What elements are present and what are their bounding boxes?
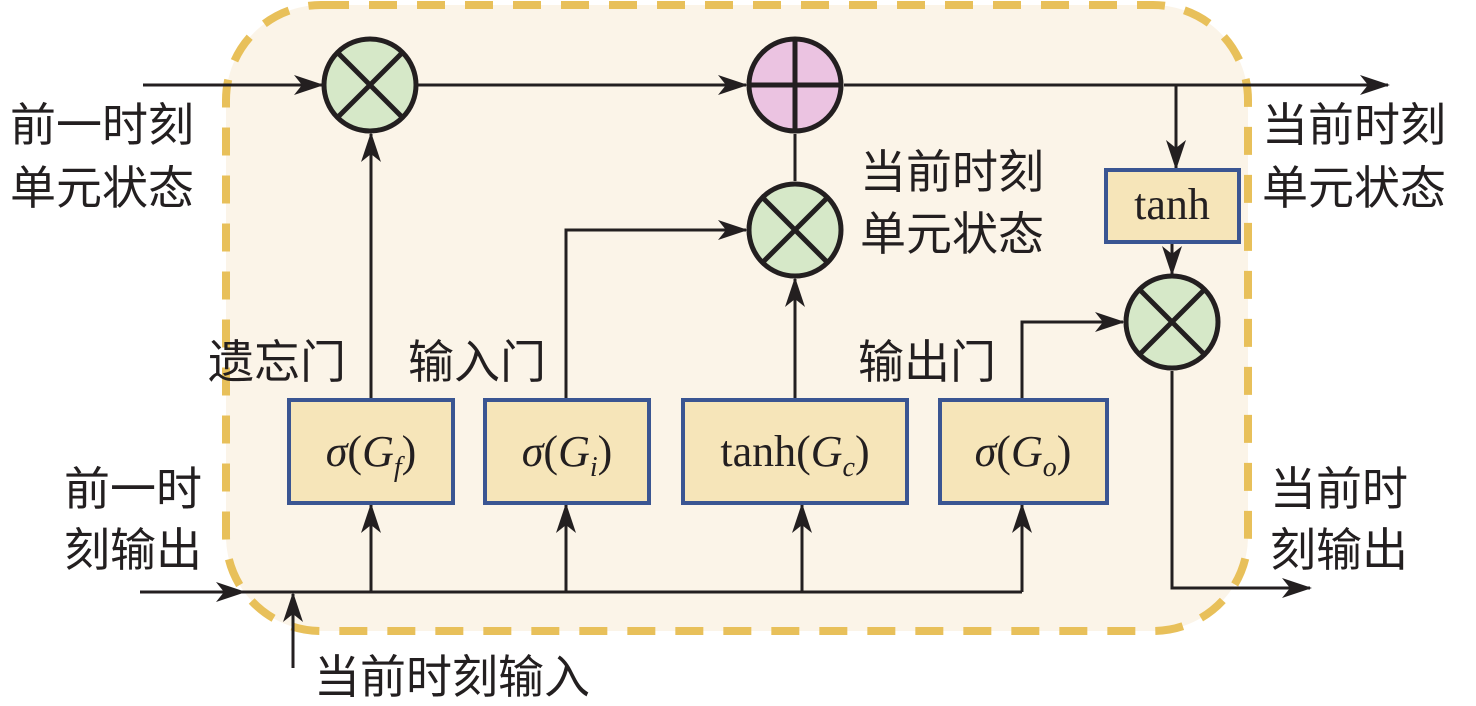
prev-output-label-2: 刻输出 bbox=[64, 523, 202, 577]
input-gate-box: σ(Gi) bbox=[483, 398, 651, 505]
curr-output-arrow bbox=[1170, 371, 1312, 598]
curr-output-label-1: 当前时 bbox=[1270, 462, 1408, 516]
output-gate-label: 输出门 bbox=[858, 335, 996, 389]
svg-text:tanh(Gc): tanh(Gc) bbox=[720, 427, 869, 483]
candidate-state-label-1: 当前时刻 bbox=[860, 145, 1044, 199]
prev-output-label-1: 前一时 bbox=[64, 462, 202, 516]
svg-text:σ(Gi): σ(Gi) bbox=[522, 427, 613, 483]
forget-gate-box: σ(Gf) bbox=[287, 398, 455, 505]
input-gate-label: 输入门 bbox=[408, 335, 546, 389]
svg-text:σ(Gf): σ(Gf) bbox=[326, 427, 417, 483]
input-multiply-icon bbox=[746, 181, 844, 279]
curr-cell-state-label-1: 当前时刻 bbox=[1262, 98, 1446, 152]
curr-output-label-2: 刻输出 bbox=[1270, 523, 1408, 577]
output-multiply-icon bbox=[1123, 273, 1221, 371]
candidate-state-label-2: 单元状态 bbox=[860, 207, 1044, 261]
input-gate-arrow bbox=[564, 220, 748, 398]
curr-input-label: 当前时刻输入 bbox=[314, 650, 590, 704]
forget-multiply-icon bbox=[321, 36, 419, 134]
candidate-box: tanh(Gc) bbox=[681, 398, 909, 505]
curr-cell-state-label-2: 单元状态 bbox=[1262, 161, 1446, 215]
cell-add-icon bbox=[746, 36, 844, 134]
svg-text:σ(Go): σ(Go) bbox=[975, 427, 1072, 483]
svg-text:tanh: tanh bbox=[1134, 180, 1210, 229]
prev-cell-state-label-2: 单元状态 bbox=[10, 161, 194, 215]
prev-cell-state-label-1: 前一时刻 bbox=[10, 98, 194, 152]
output-gate-box: σ(Go) bbox=[938, 398, 1109, 505]
cell-tanh-box: tanh bbox=[1104, 168, 1241, 244]
output-gate-arrow bbox=[1020, 312, 1125, 398]
forget-gate-label: 遗忘门 bbox=[208, 335, 346, 389]
